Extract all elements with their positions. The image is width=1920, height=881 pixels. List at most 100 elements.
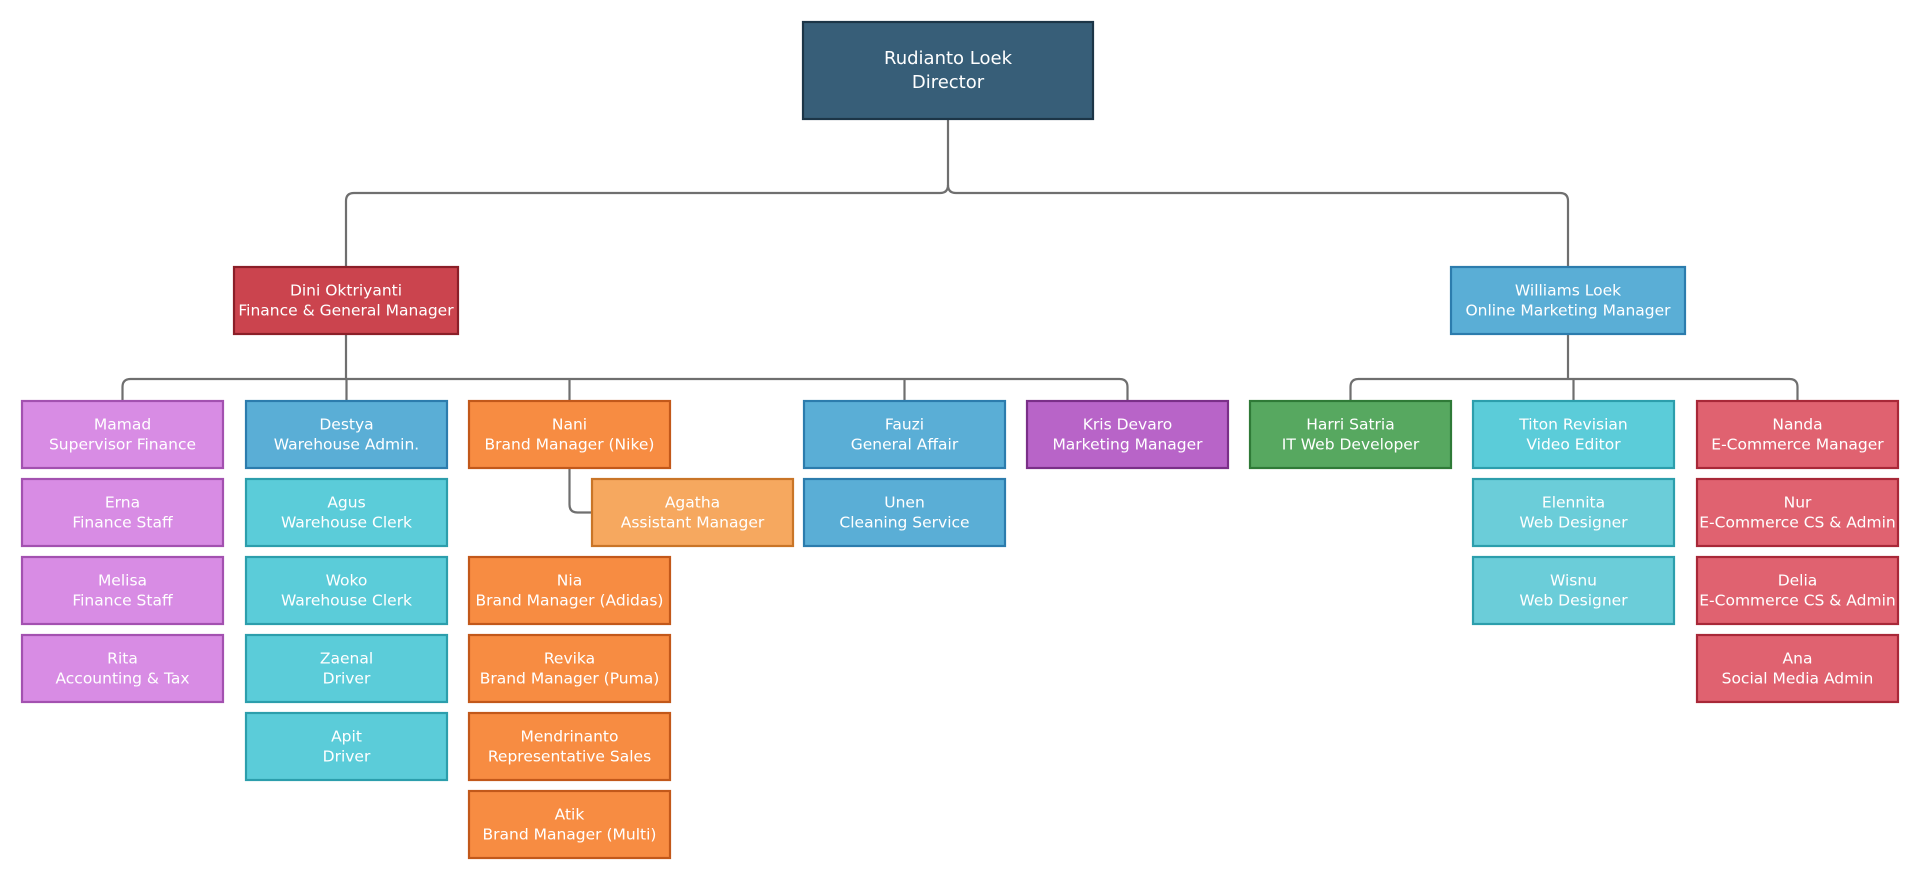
node-name: Apit	[331, 728, 362, 746]
node-role: Warehouse Clerk	[281, 514, 412, 532]
node-role: Finance & General Manager	[238, 302, 454, 320]
node-box	[20, 555, 225, 626]
node-box	[244, 633, 449, 704]
node-name: Destya	[319, 416, 373, 434]
node-role: IT Web Developer	[1282, 436, 1420, 454]
node-box	[801, 20, 1095, 121]
node-name: Revika	[544, 650, 595, 668]
node-box	[232, 265, 460, 336]
node-name: Kris Devaro	[1083, 416, 1173, 434]
node-role: Web Designer	[1519, 592, 1628, 610]
node-box	[467, 555, 672, 626]
node-box	[20, 477, 225, 548]
node-name: Nur	[1784, 494, 1812, 512]
org-node-harri-satria[interactable]: Harri Satria IT Web Developer	[1248, 399, 1453, 470]
node-name: Rita	[107, 650, 138, 668]
node-role: Social Media Admin	[1722, 670, 1874, 688]
node-name: Harri Satria	[1306, 416, 1394, 434]
node-role: Cleaning Service	[839, 514, 969, 532]
node-name: Zaenal	[320, 650, 373, 668]
node-box	[467, 633, 672, 704]
node-role: Online Marketing Manager	[1465, 302, 1671, 320]
node-role: Accounting & Tax	[55, 670, 189, 688]
node-name: Titon Revisian	[1518, 416, 1627, 434]
node-name: Unen	[884, 494, 925, 512]
node-role: Finance Staff	[72, 514, 173, 532]
node-name: Rudianto Loek	[884, 48, 1013, 69]
connector-director-williams	[946, 184, 1570, 267]
node-box	[244, 711, 449, 782]
node-name: Mamad	[94, 416, 151, 434]
node-box	[1025, 399, 1230, 470]
node-role: Director	[912, 72, 985, 93]
node-box	[467, 399, 672, 470]
node-box	[1695, 477, 1900, 548]
node-box	[244, 555, 449, 626]
node-box	[467, 789, 672, 860]
node-name: Erna	[105, 494, 140, 512]
node-box	[1695, 555, 1900, 626]
node-box	[467, 711, 672, 782]
node-name: Nanda	[1772, 416, 1822, 434]
node-role: Finance Staff	[72, 592, 173, 610]
node-role: Assistant Manager	[621, 514, 765, 532]
node-role: Video Editor	[1526, 436, 1621, 454]
node-box	[244, 399, 449, 470]
node-name: Agus	[327, 494, 365, 512]
node-name: Delia	[1778, 572, 1818, 590]
node-name: Wisnu	[1550, 572, 1597, 590]
connectors	[121, 119, 1799, 514]
connector-assistant	[568, 468, 592, 514]
node-name: Dini Oktriyanti	[290, 282, 402, 300]
node-role: E-Commerce CS & Admin	[1699, 514, 1895, 532]
node-role: E-Commerce CS & Admin	[1699, 592, 1895, 610]
node-role: Web Designer	[1519, 514, 1628, 532]
node-box	[1695, 633, 1900, 704]
node-role: Warehouse Admin.	[274, 436, 419, 454]
node-box	[1471, 399, 1676, 470]
node-name: Ana	[1783, 650, 1813, 668]
node-box	[244, 477, 449, 548]
node-role: General Affair	[851, 436, 959, 454]
node-role: Representative Sales	[488, 748, 651, 766]
node-role: Supervisor Finance	[49, 436, 196, 454]
node-name: Elennita	[1542, 494, 1605, 512]
node-box	[1695, 399, 1900, 470]
node-name: Agatha	[665, 494, 720, 512]
node-box	[20, 399, 225, 470]
node-box	[802, 399, 1007, 470]
node-role: Marketing Manager	[1052, 436, 1203, 454]
node-box	[590, 477, 795, 548]
node-box	[1449, 265, 1687, 336]
